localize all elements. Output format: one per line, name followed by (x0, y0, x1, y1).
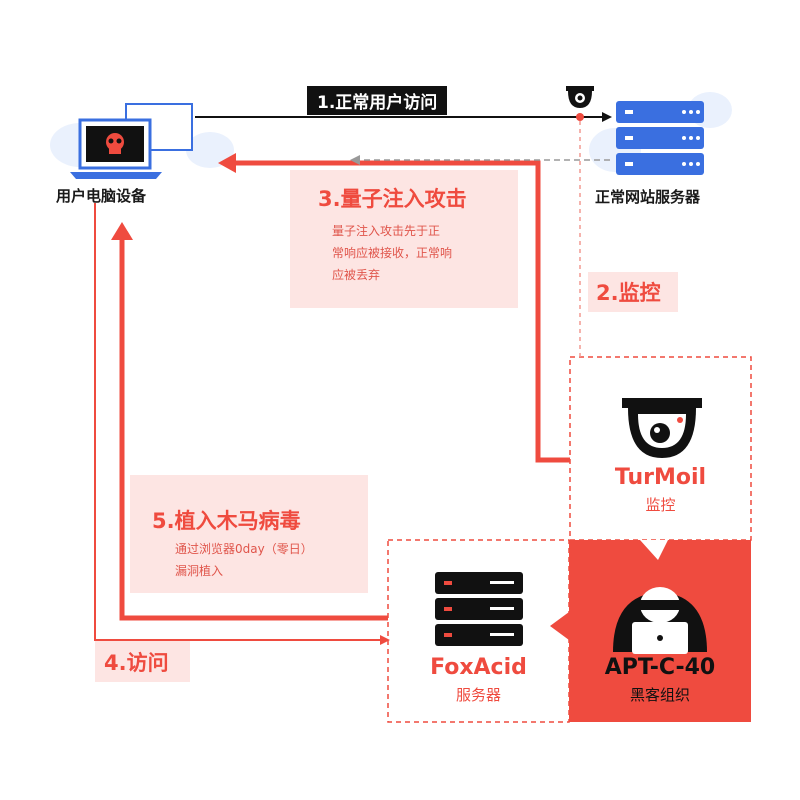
step1-arrowhead (602, 112, 612, 122)
step5-desc-line: 漏洞植入 (175, 564, 224, 578)
camera-icon (622, 398, 702, 458)
step2-label: 2.监控 (596, 281, 661, 305)
step3-arrowhead (218, 153, 236, 173)
step3-desc-line: 常响应被接收，正常响 (332, 246, 453, 260)
step1-label: 1.正常用户访问 (307, 86, 448, 115)
step2-panel (588, 272, 678, 312)
step3-description: 量子注入攻击先于正 常响应被接收，正常响 应被丢弃 (332, 220, 507, 286)
step5-title: 5.植入木马病毒 (152, 509, 301, 533)
turmoil-name: TurMoil (614, 465, 707, 490)
step3-panel (290, 170, 518, 308)
apt-name: APT-C-40 (604, 655, 716, 680)
step4-line (94, 203, 380, 641)
turmoil-role: 监控 (645, 496, 676, 514)
step3-line (228, 160, 570, 463)
apt-role: 黑客组织 (629, 686, 690, 704)
skull-icon (106, 133, 124, 154)
step4-arrowhead (380, 635, 390, 645)
apt-notch (550, 612, 569, 640)
step5-arrowhead (111, 222, 133, 240)
step3-desc-line: 量子注入攻击先于正 (332, 224, 441, 238)
step5-desc-line: 通过浏览器0day（零日） (175, 542, 313, 556)
turmoil-notch (640, 540, 668, 560)
server-icon (616, 101, 704, 175)
web-server-label: 正常网站服务器 (595, 188, 701, 206)
step5-line (119, 235, 388, 621)
normal-response-arrowhead (350, 155, 360, 165)
step4-label: 4.访问 (104, 651, 169, 675)
step5-description: 通过浏览器0day（零日） 漏洞植入 (175, 538, 365, 582)
step5-panel (130, 475, 368, 593)
foxacid-name: FoxAcid (430, 655, 527, 680)
step3-desc-line: 应被丢弃 (332, 268, 381, 282)
tap-point (576, 113, 584, 121)
step4-panel (95, 640, 190, 682)
hacker-icon (613, 587, 707, 654)
foxacid-role: 服务器 (455, 686, 501, 704)
user-pc-label: 用户电脑设备 (56, 187, 147, 205)
step3-title: 3.量子注入攻击 (318, 187, 467, 211)
laptop-icon (70, 103, 193, 179)
camera-icon (566, 86, 594, 108)
server-icon (435, 572, 523, 646)
